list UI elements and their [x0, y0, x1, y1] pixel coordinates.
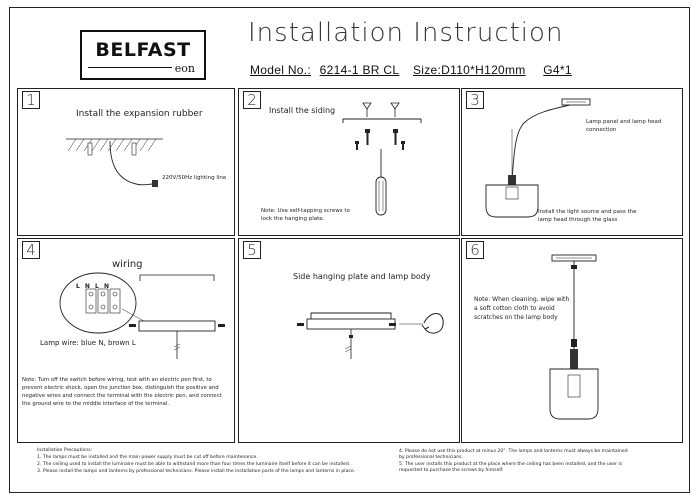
note-line: scratches on the lamp body	[474, 314, 558, 321]
siding-illustration	[342, 102, 422, 216]
terminal-label: N	[103, 283, 109, 290]
precaution-item: 5. The user installs this product at the…	[399, 462, 623, 467]
step-number: 1	[22, 91, 40, 109]
logo-rule	[88, 67, 198, 68]
step-number: 3	[466, 91, 484, 109]
size-value: D110*H120mm	[441, 63, 526, 77]
step-note: Note: When cleaning, wipe with a soft co…	[474, 295, 569, 322]
step-note: Note: Use self-tapping screws to lock th…	[261, 208, 350, 223]
expansion-rubber-illustration	[66, 138, 163, 187]
brand-sub: eon	[171, 62, 198, 75]
note-line: Note: When cleaning, wipe with	[474, 296, 570, 303]
lamp-connection-illustration	[485, 98, 591, 218]
step-title: Install the expansion rubber	[76, 109, 203, 119]
note-line: prevent electric shock, open the junctio…	[22, 385, 219, 391]
step-number: 4	[22, 241, 40, 259]
connection-label: Lamp panel and lamp head connection	[586, 119, 661, 134]
precaution-item: 3. Please install the lamps and lanterns…	[37, 469, 356, 474]
note-line: Note: Turn off the switch before wiring,…	[22, 377, 212, 383]
precaution-item: 1. The lamps must be installed and the m…	[37, 455, 258, 460]
terminal-label: L	[76, 283, 80, 290]
step-note: Install the light source and pass the la…	[538, 209, 637, 224]
step-number: 2	[243, 91, 261, 109]
note-line: Install the light source and pass the	[538, 209, 637, 215]
step-title: Side hanging plate and lamp body	[293, 272, 431, 281]
wiring-illustration	[59, 272, 225, 359]
step-number: 6	[466, 241, 484, 259]
precaution-item: 2. The ceiling used to install the lumin…	[37, 462, 351, 467]
precautions-heading: Installation Precautions:	[37, 448, 93, 453]
step-title: Install the siding	[269, 106, 336, 115]
page-frame	[9, 7, 690, 493]
brand-logo: BELFAST eon	[80, 30, 206, 80]
terminal-labels: L N L N	[76, 283, 109, 290]
model-value: 6214-1 BR CL	[319, 63, 400, 77]
precaution-item: by professional technicians.	[399, 455, 464, 460]
note-line: Note: Use self-tapping screws to	[261, 208, 350, 214]
terminal-label: N	[84, 283, 90, 290]
size-label: Size:	[412, 63, 442, 77]
lighting-line-label: 220V/50Hz lighting line	[162, 175, 227, 181]
step-title: wiring	[112, 259, 143, 270]
note-line: negative wires and connect the terminal …	[22, 393, 222, 399]
note-line: a soft cotton cloth to avoid	[474, 305, 555, 312]
step-panel-5: 5 Side hanging plate and lamp body	[238, 238, 460, 443]
step-panel-4: 4 wiring L N L N Lamp wire: blue N, brow…	[17, 238, 235, 443]
bulb-spec: G4*1	[543, 63, 572, 77]
step-note: Note: Turn off the switch before wiring,…	[22, 376, 222, 408]
step-panel-1: 1 Install the expansion rubber 220V/50Hz…	[17, 88, 235, 236]
hanging-plate-illustration	[297, 312, 444, 359]
label-line: connection	[586, 126, 617, 133]
lamp-wire-label: Lamp wire: blue N, brown L	[40, 339, 136, 347]
note-line: lock the hanging plate.	[261, 215, 325, 222]
brand-name: BELFAST	[95, 39, 191, 61]
step-panel-2: 2 Install the siding Note: Use self-tapp…	[238, 88, 460, 236]
page-title: Installation Instruction	[248, 18, 564, 48]
label-line: Lamp panel and lamp head	[586, 119, 662, 125]
step-panel-3: 3 Lamp panel and lamp head connection In…	[461, 88, 683, 236]
note-line: lamp head through the glass	[538, 216, 618, 223]
note-line: the ground wire to the middle interface …	[22, 401, 170, 407]
model-label: Model No.:	[250, 63, 312, 77]
cleaning-illustration	[549, 254, 599, 420]
step-number: 5	[243, 241, 261, 259]
installation-precautions: Installation Precautions: 1. The lamps m…	[17, 448, 683, 488]
step-panel-6: 6 Note: When cleaning, wipe with a soft …	[461, 238, 683, 443]
model-line: Model No.: 6214-1 BR CL Size:D110*H120mm…	[250, 63, 572, 77]
precaution-item: 4. Please do not use this product at min…	[399, 449, 628, 454]
precaution-item: requested to purchase the screws by hims…	[399, 468, 504, 473]
terminal-label: L	[95, 283, 99, 290]
